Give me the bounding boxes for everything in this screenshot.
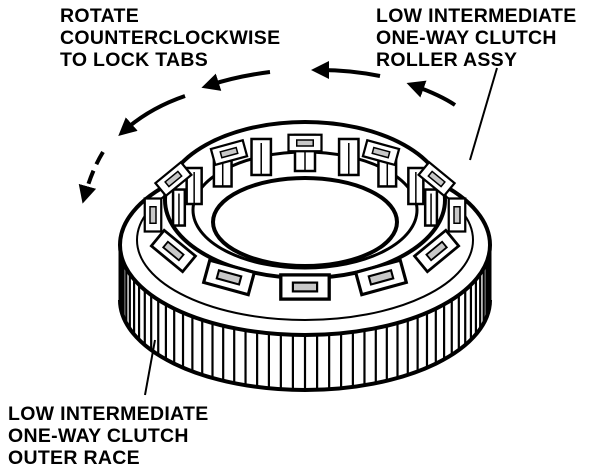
outer-line-3: OUTER RACE [8,447,140,469]
outer-race-ridges [119,250,491,390]
locking-tab [153,160,193,198]
roller-assembly-label: LOW INTERMEDIATE ONE-WAY CLUTCH ROLLER A… [376,5,577,71]
locking-tab [279,273,331,301]
tab-slot [149,206,157,224]
locking-tab [287,133,323,153]
roller-assembly [143,120,467,301]
rotation-arrow-icon [311,61,381,80]
tab-slot [371,146,391,159]
tab-slot [219,146,239,159]
rotate-instruction-label: ROTATE COUNTERCLOCKWISE TO LOCK TABS [60,5,280,71]
outer-line-1: LOW INTERMEDIATE [8,403,209,425]
tab-slot [296,139,314,147]
locking-tab [149,228,198,274]
tab-slot [215,269,243,286]
rotate-line-2: COUNTERCLOCKWISE [60,27,281,49]
roller-line-2: ONE-WAY CLUTCH [376,27,557,49]
rotation-arrows [78,61,457,204]
rotation-arrow-icon [406,80,457,107]
locking-tabs [143,133,467,301]
outer-race-label: LOW INTERMEDIATE ONE-WAY CLUTCH OUTER RA… [8,403,209,469]
rotation-arrow-icon [78,150,105,204]
tab-slot [425,240,449,262]
locking-tab [201,258,257,297]
roller-line-3: ROLLER ASSY [376,49,518,71]
locking-tab [447,197,467,233]
locking-tab [143,197,163,233]
outer-line-2: ONE-WAY CLUTCH [8,425,189,447]
tab-slot [367,269,395,286]
locking-tab [361,138,401,167]
roller-line-1: LOW INTERMEDIATE [376,5,577,27]
rotation-arrow-icon [201,70,271,91]
tab-slot [164,170,183,188]
locking-tab [353,258,409,297]
roller-assy-leader-line [469,67,498,161]
locking-tab [417,160,457,198]
locking-tab [412,228,461,274]
tab-slot [453,206,461,224]
tab-slot [427,170,446,188]
rotation-arrow-icon [118,94,186,136]
tab-slot [161,240,185,262]
inner-bore [211,176,399,268]
rotate-line-3: TO LOCK TABS [60,49,209,71]
tab-slot [291,281,319,293]
outer-race-leader-line [144,339,156,396]
locking-tab [209,138,249,167]
rotate-line-1: ROTATE [60,5,140,27]
